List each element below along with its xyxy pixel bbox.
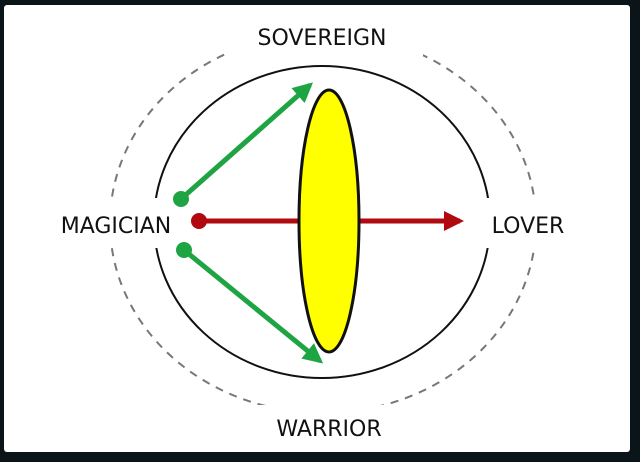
red-dot [191, 213, 207, 229]
label-lover: LOVER [492, 214, 565, 239]
green-dot-bottom [176, 242, 192, 258]
green-arrow-up [179, 82, 313, 201]
label-sovereign: SOVEREIGN [257, 26, 386, 51]
green-dot-top [173, 191, 189, 207]
yellow-ellipse [297, 88, 361, 354]
green-arrow-down [182, 248, 324, 364]
label-magician: MAGICIAN [61, 214, 172, 239]
label-warrior: WARRIOR [276, 417, 381, 442]
